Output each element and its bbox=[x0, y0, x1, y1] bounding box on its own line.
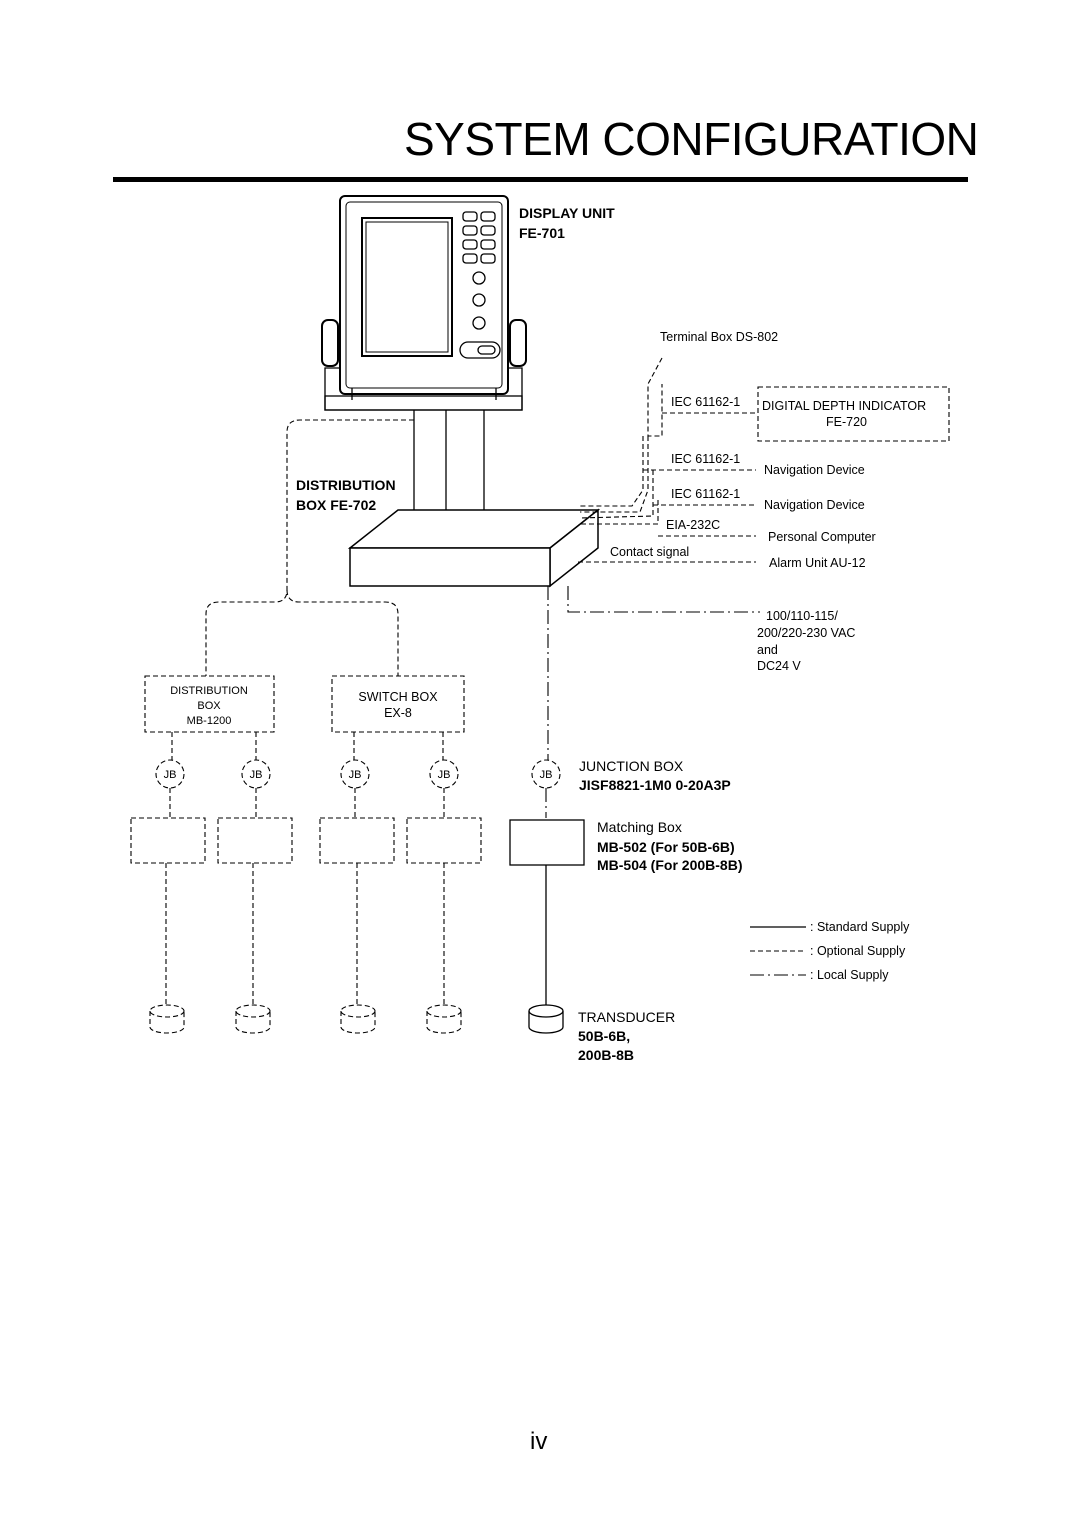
display-unit-label-1: DISPLAY UNIT bbox=[519, 205, 615, 221]
svg-text:and: and bbox=[757, 643, 778, 657]
legend-standard: : Standard Supply bbox=[810, 920, 910, 934]
distribution-fe702-label-2: BOX FE-702 bbox=[296, 497, 376, 513]
transducers bbox=[149, 1004, 564, 1034]
nav1-label: Navigation Device bbox=[764, 463, 865, 477]
junction-boxes: JB JB JB JB JB bbox=[155, 759, 561, 789]
title-rule bbox=[113, 177, 968, 182]
svg-text:JB: JB bbox=[540, 769, 553, 781]
pc-label: Personal Computer bbox=[768, 530, 876, 544]
alarm-interface: Contact signal bbox=[610, 545, 689, 559]
ddi-model: FE-720 bbox=[826, 415, 867, 429]
digital-depth-indicator-box bbox=[757, 386, 950, 442]
svg-text:100/110-115/: 100/110-115/ bbox=[766, 609, 838, 623]
switch-box-label: SWITCH BOX bbox=[358, 690, 438, 704]
nav2-label: Navigation Device bbox=[764, 498, 865, 512]
transducer-model-2: 200B-8B bbox=[578, 1047, 634, 1063]
terminal-box-label: Terminal Box DS-802 bbox=[660, 330, 778, 344]
alarm-label: Alarm Unit AU-12 bbox=[769, 556, 866, 570]
power-spec: 100/110-115/ 200/220-230 VAC and DC24 V bbox=[757, 609, 855, 673]
junction-box-label: JUNCTION BOX bbox=[579, 758, 684, 774]
transducer-model-1: 50B-6B, bbox=[578, 1028, 630, 1044]
nav1-interface: IEC 61162-1 bbox=[671, 452, 740, 466]
distribution-fe702-label-1: DISTRIBUTION bbox=[296, 477, 396, 493]
page-number: iv bbox=[530, 1428, 548, 1455]
transducer-label: TRANSDUCER bbox=[578, 1009, 675, 1025]
mb1200-label-3: MB-1200 bbox=[187, 715, 232, 727]
legend-local: : Local Supply bbox=[810, 968, 889, 982]
distribution-box-mb1200 bbox=[144, 675, 275, 733]
svg-text:JB: JB bbox=[250, 769, 263, 781]
switch-box-ex8 bbox=[331, 675, 465, 733]
mb1200-label-2: BOX bbox=[197, 700, 221, 712]
legend: : Standard Supply : Optional Supply : Lo… bbox=[750, 920, 910, 982]
svg-text:JB: JB bbox=[349, 769, 362, 781]
mb1200-label-1: DISTRIBUTION bbox=[170, 685, 248, 697]
svg-text:200/220-230 VAC: 200/220-230 VAC bbox=[757, 626, 855, 640]
svg-text:JB: JB bbox=[164, 769, 177, 781]
ddi-label: DIGITAL DEPTH INDICATOR bbox=[762, 399, 926, 413]
junction-box-model: JISF8821-1M0 0-20A3P bbox=[579, 777, 731, 793]
ddi-interface: IEC 61162-1 bbox=[671, 395, 740, 409]
svg-text:DC24 V: DC24 V bbox=[757, 659, 801, 673]
matching-box-model-1: MB-502 (For 50B-6B) bbox=[597, 839, 735, 855]
display-keys bbox=[459, 211, 501, 359]
svg-text:JB: JB bbox=[438, 769, 451, 781]
legend-optional: : Optional Supply bbox=[810, 944, 906, 958]
pc-interface: EIA-232C bbox=[666, 518, 720, 532]
matching-boxes bbox=[130, 817, 585, 866]
matching-box-label: Matching Box bbox=[597, 819, 682, 835]
page-title: SYSTEM CONFIGURATION bbox=[404, 113, 979, 165]
distribution-box-fe702 bbox=[347, 508, 601, 588]
matching-box-model-2: MB-504 (For 200B-8B) bbox=[597, 857, 742, 873]
display-unit-label-2: FE-701 bbox=[519, 225, 565, 241]
display-unit bbox=[321, 195, 527, 411]
switch-box-model: EX-8 bbox=[384, 706, 412, 720]
nav2-interface: IEC 61162-1 bbox=[671, 487, 740, 501]
